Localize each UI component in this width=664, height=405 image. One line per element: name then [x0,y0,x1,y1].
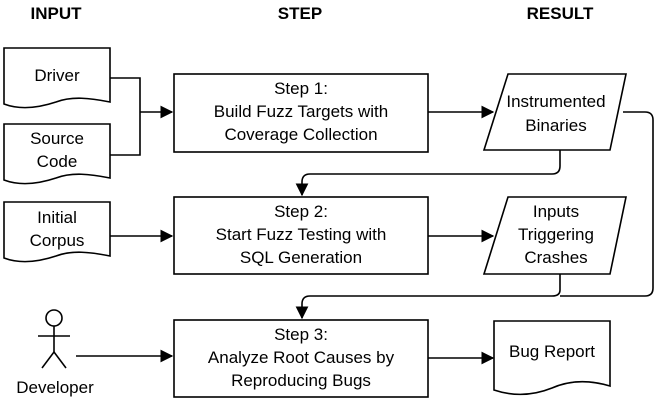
connector-binaries-to-step3 [560,111,654,297]
instrumented-binaries-label-line1: Instrumented [506,92,605,111]
step2-label-line1: Step 2: [274,202,328,221]
stick-figure-actor-icon [38,309,70,369]
developer-label: Developer [16,378,94,397]
crashes-label-line2: Triggering [518,225,594,244]
input-initial-corpus-document: Initial Corpus [3,201,111,263]
step2-label-line2: Start Fuzz Testing with [216,225,387,244]
step3-label-line2: Analyze Root Causes by [208,348,395,367]
source-code-label-line2: Code [37,152,78,171]
step1-label-line2: Build Fuzz Targets with [214,102,388,121]
step1-box: Step 1: Build Fuzz Targets with Coverage… [173,73,429,153]
step1-label-line1: Step 1: [274,79,328,98]
driver-label: Driver [34,66,80,85]
result-bug-report-document: Bug Report [493,320,611,396]
arrow-binaries-to-step2 [295,150,561,197]
initial-corpus-label-line2: Corpus [30,231,85,250]
step3-label-line1: Step 3: [274,325,328,344]
source-code-label-line1: Source [30,129,84,148]
step1-label-line3: Coverage Collection [224,125,377,144]
header-step: STEP [278,4,322,23]
header-input: INPUT [31,4,83,23]
result-inputs-triggering-crashes-parallelogram: Inputs Triggering Crashes [482,196,627,275]
step3-label-line3: Reproducing Bugs [231,371,371,390]
instrumented-binaries-label-line2: Binaries [525,116,586,135]
crashes-label-line3: Crashes [524,248,587,267]
step2-label-line3: SQL Generation [240,248,362,267]
input-source-code-document: Source Code [3,123,111,185]
input-driver-document: Driver [3,47,111,109]
result-instrumented-binaries-parallelogram: Instrumented Binaries [482,73,627,151]
header-result: RESULT [527,4,594,23]
connector-source-code [110,112,141,156]
crashes-label-line1: Inputs [533,202,579,221]
initial-corpus-label-line1: Initial [37,208,77,227]
connector-driver [110,77,141,112]
arrow-crashes-to-step3 [295,274,561,320]
step2-box: Step 2: Start Fuzz Testing with SQL Gene… [173,196,429,275]
bug-report-label: Bug Report [509,342,595,361]
step3-box: Step 3: Analyze Root Causes by Reproduci… [173,319,429,398]
